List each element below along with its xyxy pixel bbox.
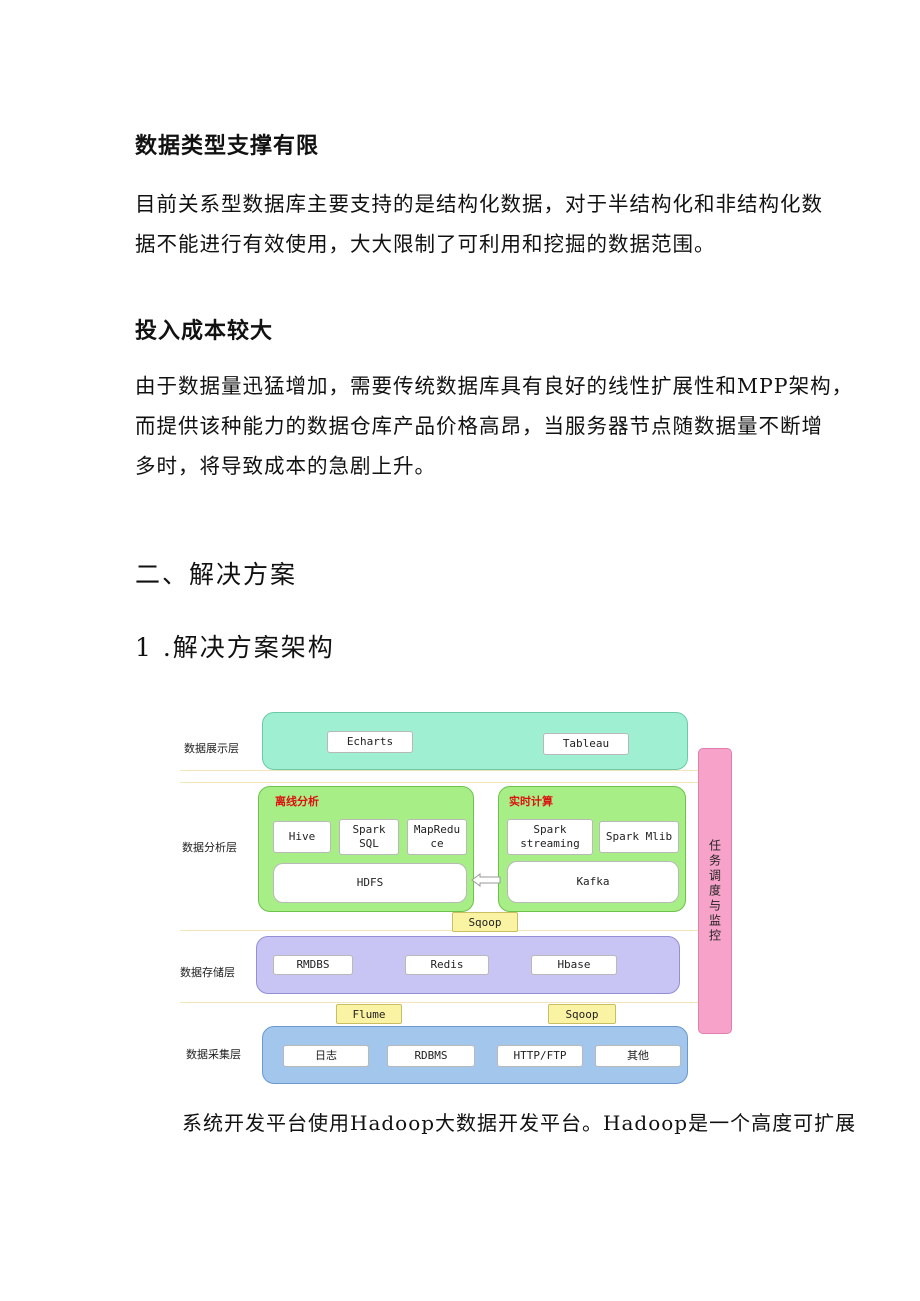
footer-line: 系统开发平台使用Hadoop大数据开发平台。Hadoop是一个高度可扩展 [182,1111,857,1135]
hdfs-box: HDFS [273,863,467,903]
rdbms-box: RDBMS [387,1045,475,1067]
layer-label-display: 数据展示层 [184,742,239,755]
divider-line [180,1002,698,1003]
divider-line [180,770,698,771]
section-heading-data-types: 数据类型支撑有限 [135,134,320,159]
log-box: 日志 [283,1045,369,1067]
rmdbs-box: RMDBS [273,955,353,975]
offline-analysis-group: 离线分析 Hive Spark SQL MapRedu ce HDFS [258,786,474,912]
storage-layer: RMDBS Redis Hbase [256,936,680,994]
paragraph-data-types: 目前关系型数据库主要支持的是结构化数据，对于半结构化和非结构化数 据不能进行有效… [135,184,823,264]
hbase-box: Hbase [531,955,617,975]
section-heading-cost: 投入成本较大 [135,319,274,344]
collect-layer: 日志 RDBMS HTTP/FTP 其他 [262,1026,688,1084]
divider-line [180,782,698,783]
divider-line [180,930,698,931]
offline-title: 离线分析 [275,795,319,808]
display-layer: Echarts Tableau [262,712,688,770]
tableau-box: Tableau [543,733,629,755]
paragraph-line: 而提供该种能力的数据仓库产品价格高昂，当服务器节点随数据量不断增 [135,414,823,438]
echarts-box: Echarts [327,731,413,753]
paragraph-line: 多时，将导致成本的急剧上升。 [135,454,436,478]
task-scheduling-label: 任务调度与监控 [707,838,722,944]
paragraph-line: 目前关系型数据库主要支持的是结构化数据，对于半结构化和非结构化数 [135,192,823,216]
architecture-diagram: 数据展示层 Echarts Tableau 数据分析层 离线分析 Hive Sp… [180,708,740,1092]
sqoop-mid-box: Sqoop [452,912,518,932]
layer-label-analysis: 数据分析层 [182,841,237,854]
hive-box: Hive [273,821,331,853]
spark-mlib-box: Spark Mlib [599,821,679,853]
realtime-compute-group: 实时计算 Spark streaming Spark Mlib Kafka [498,786,686,912]
spark-streaming-box: Spark streaming [507,819,593,855]
sub-heading: 1 .解决方案架构 [135,633,335,662]
redis-box: Redis [405,955,489,975]
sqoop-low-box: Sqoop [548,1004,616,1024]
spark-sql-box: Spark SQL [339,819,399,855]
http-ftp-box: HTTP/FTP [497,1045,583,1067]
other-box: 其他 [595,1045,681,1067]
task-scheduling-monitor-bar: 任务调度与监控 [698,748,732,1034]
paragraph-line: 据不能进行有效使用，大大限制了可利用和挖掘的数据范围。 [135,232,716,256]
kafka-box: Kafka [507,861,679,903]
part-heading: 二、解决方案 [135,560,298,589]
paragraph-cost: 由于数据量迅猛增加，需要传统数据库具有良好的线性扩展性和MPP架构， 而提供该种… [135,366,853,486]
realtime-title: 实时计算 [509,795,553,808]
mapreduce-box: MapRedu ce [407,819,467,855]
layer-label-collect: 数据采集层 [186,1048,241,1061]
paragraph-line: 由于数据量迅猛增加，需要传统数据库具有良好的线性扩展性和MPP架构， [135,374,854,398]
layer-label-storage: 数据存储层 [180,966,235,979]
arrow-left-icon [471,873,501,887]
flume-box: Flume [336,1004,402,1024]
